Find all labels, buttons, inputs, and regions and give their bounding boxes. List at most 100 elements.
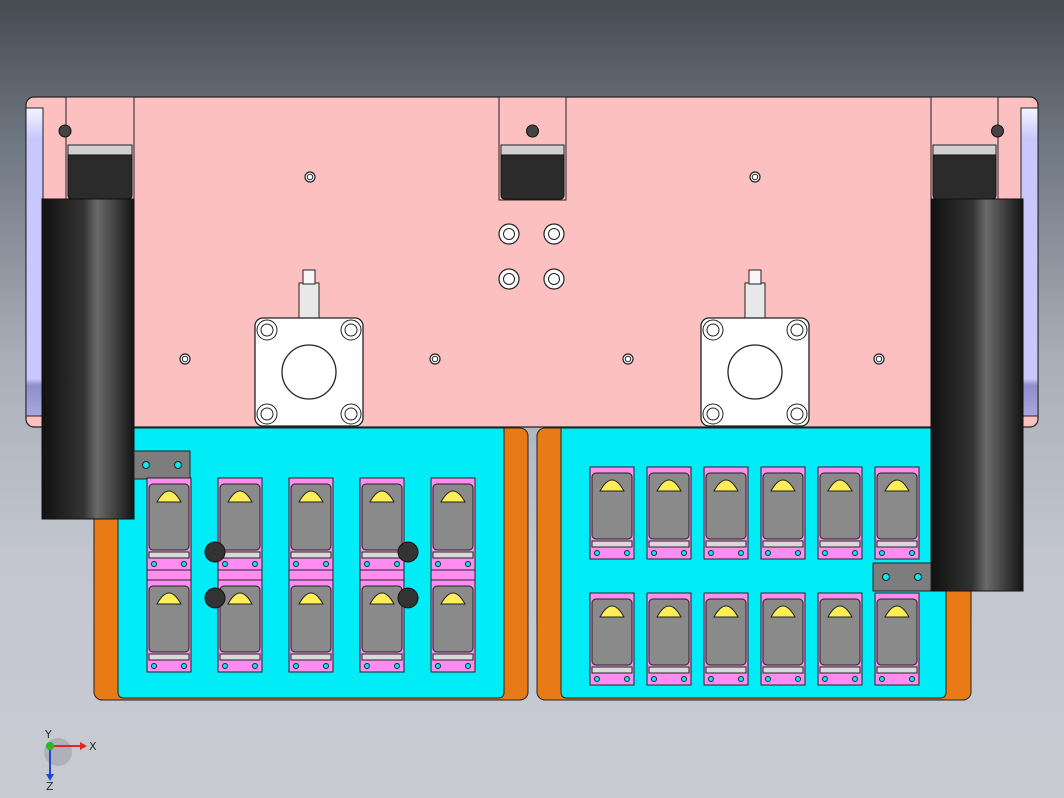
left-switch-4-0[interactable] bbox=[430, 477, 476, 571]
left-switch-0-1-plunger[interactable] bbox=[156, 592, 182, 605]
right-switch-5-1-pin-b[interactable] bbox=[909, 676, 915, 682]
bracket-slot-1[interactable] bbox=[500, 154, 565, 200]
left-switch-2-1[interactable] bbox=[288, 579, 334, 673]
center-mount-hole-1-inner[interactable] bbox=[548, 228, 560, 240]
right-motor-mount-shaft-tip[interactable] bbox=[748, 269, 762, 285]
left-switch-2-1-pin-a[interactable] bbox=[293, 663, 299, 669]
left-switch-0-0-rail[interactable] bbox=[148, 551, 190, 559]
right-switch-5-1[interactable] bbox=[874, 592, 920, 686]
right-switch-1-1[interactable] bbox=[646, 592, 692, 686]
right-switch-2-0-pin-b[interactable] bbox=[738, 550, 744, 556]
right-switch-1-0-pin-a[interactable] bbox=[651, 550, 657, 556]
plate-hole-5-inner[interactable] bbox=[875, 355, 883, 363]
left-switch-3-0-pin-b[interactable] bbox=[394, 561, 400, 567]
right-switch-3-1-plunger[interactable] bbox=[770, 605, 796, 618]
left-switch-3-0-plunger[interactable] bbox=[369, 490, 395, 503]
left-switch-3-1-rail[interactable] bbox=[361, 653, 403, 661]
right-motor-mount-bolt-inner-2[interactable] bbox=[706, 407, 720, 421]
left-motor-mount-bolt-inner-2[interactable] bbox=[260, 407, 274, 421]
right-switch-3-1-pin-a[interactable] bbox=[765, 676, 771, 682]
right-switch-0-0-pin-a[interactable] bbox=[594, 550, 600, 556]
right-switch-5-0[interactable] bbox=[874, 466, 920, 560]
right-switch-2-0-plunger[interactable] bbox=[713, 479, 739, 492]
right-switch-0-1[interactable] bbox=[589, 592, 635, 686]
right-switch-4-0-plunger[interactable] bbox=[827, 479, 853, 492]
plate-hole-0-inner[interactable] bbox=[306, 173, 314, 181]
left-switch-4-1[interactable] bbox=[430, 579, 476, 673]
left-switch-1-1-pin-b[interactable] bbox=[252, 663, 258, 669]
right-switch-1-1-pin-b[interactable] bbox=[681, 676, 687, 682]
right-motor-mount-bore[interactable] bbox=[727, 344, 783, 400]
right-switch-0-1-plunger[interactable] bbox=[599, 605, 625, 618]
left-switch-1-0-rail[interactable] bbox=[219, 551, 261, 559]
left-switch-2-1-rail[interactable] bbox=[290, 653, 332, 661]
right-switch-4-0-pin-a[interactable] bbox=[822, 550, 828, 556]
plate-hole-1-inner[interactable] bbox=[751, 173, 759, 181]
left-switch-1-1-rail[interactable] bbox=[219, 653, 261, 661]
left-switch-1-0-pin-a[interactable] bbox=[222, 561, 228, 567]
bracket-clamp-1[interactable] bbox=[500, 144, 565, 156]
right-switch-4-1[interactable] bbox=[817, 592, 863, 686]
bracket-screw-0[interactable] bbox=[58, 124, 72, 138]
left-switch-0-1-rail[interactable] bbox=[148, 653, 190, 661]
right-switch-1-0-pin-b[interactable] bbox=[681, 550, 687, 556]
left-side-block[interactable] bbox=[25, 107, 44, 417]
left-switch-2-0-pin-b[interactable] bbox=[323, 561, 329, 567]
bracket-slot-0[interactable] bbox=[67, 154, 133, 200]
left-tray-boss-1[interactable] bbox=[204, 587, 226, 609]
left-switch-3-0[interactable] bbox=[359, 477, 405, 571]
right-switch-2-1-pin-b[interactable] bbox=[738, 676, 744, 682]
left-switch-grid[interactable] bbox=[146, 477, 476, 673]
left-switch-3-0-rail[interactable] bbox=[361, 551, 403, 559]
left-motor-mount[interactable] bbox=[254, 269, 364, 427]
left-switch-0-1[interactable] bbox=[146, 579, 192, 673]
right-switch-2-1-plunger[interactable] bbox=[713, 605, 739, 618]
left-switch-2-0-pin-a[interactable] bbox=[293, 561, 299, 567]
right-switch-5-0-plunger[interactable] bbox=[884, 479, 910, 492]
right-switch-5-0-pin-a[interactable] bbox=[879, 550, 885, 556]
right-switch-1-0-plunger[interactable] bbox=[656, 479, 682, 492]
right-switch-0-1-rail[interactable] bbox=[591, 666, 633, 674]
left-switch-3-0-pin-a[interactable] bbox=[364, 561, 370, 567]
left-bracket-hole-a[interactable] bbox=[142, 461, 150, 469]
right-switch-5-1-plunger[interactable] bbox=[884, 605, 910, 618]
right-switch-3-1[interactable] bbox=[760, 592, 806, 686]
right-switch-1-0[interactable] bbox=[646, 466, 692, 560]
left-tray-boss-0[interactable] bbox=[204, 541, 226, 563]
left-motor-mount-bolt-inner-0[interactable] bbox=[260, 323, 274, 337]
right-switch-2-0-pin-a[interactable] bbox=[708, 550, 714, 556]
right-switch-4-1-pin-a[interactable] bbox=[822, 676, 828, 682]
plate-hole-4-inner[interactable] bbox=[624, 355, 632, 363]
left-switch-0-1-pin-b[interactable] bbox=[181, 663, 187, 669]
plate-hole-2-inner[interactable] bbox=[181, 355, 189, 363]
right-switch-2-1-rail[interactable] bbox=[705, 666, 747, 674]
bracket-clamp-0[interactable] bbox=[67, 144, 133, 156]
left-switch-0-1-pin-a[interactable] bbox=[151, 663, 157, 669]
left-switch-2-0-plunger[interactable] bbox=[298, 490, 324, 503]
right-switch-3-1-rail[interactable] bbox=[762, 666, 804, 674]
center-mount-hole-3-inner[interactable] bbox=[548, 273, 560, 285]
left-switch-2-1-plunger[interactable] bbox=[298, 592, 324, 605]
left-wheel[interactable] bbox=[41, 198, 135, 520]
left-switch-2-0-rail[interactable] bbox=[290, 551, 332, 559]
right-switch-3-0-pin-a[interactable] bbox=[765, 550, 771, 556]
right-switch-2-1-pin-a[interactable] bbox=[708, 676, 714, 682]
center-mount-hole-0-inner[interactable] bbox=[503, 228, 515, 240]
right-switch-4-1-rail[interactable] bbox=[819, 666, 861, 674]
right-bracket-hole-b[interactable] bbox=[914, 573, 922, 581]
left-motor-mount-bore[interactable] bbox=[281, 344, 337, 400]
right-bracket-hole-a[interactable] bbox=[882, 573, 890, 581]
left-motor-mount-shaft[interactable] bbox=[298, 282, 320, 324]
right-switch-5-0-rail[interactable] bbox=[876, 540, 918, 548]
right-switch-1-0-rail[interactable] bbox=[648, 540, 690, 548]
left-switch-4-0-rail[interactable] bbox=[432, 551, 474, 559]
left-motor-mount-shaft-tip[interactable] bbox=[302, 269, 316, 285]
right-switch-5-1-pin-a[interactable] bbox=[879, 676, 885, 682]
right-switch-2-1[interactable] bbox=[703, 592, 749, 686]
left-switch-4-1-rail[interactable] bbox=[432, 653, 474, 661]
right-switch-3-0-rail[interactable] bbox=[762, 540, 804, 548]
left-switch-4-0-plunger[interactable] bbox=[440, 490, 466, 503]
left-switch-4-1-pin-a[interactable] bbox=[435, 663, 441, 669]
right-switch-2-0[interactable] bbox=[703, 466, 749, 560]
